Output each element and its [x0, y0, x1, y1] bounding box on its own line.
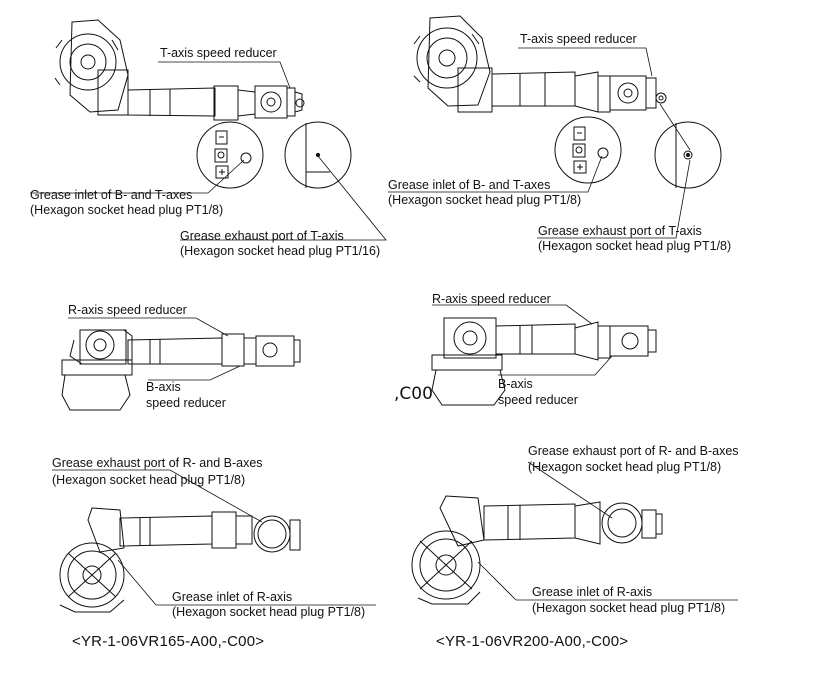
label-exhaust-rb-bottom-right: Grease exhaust port of R- and B-axes — [528, 444, 739, 458]
leaders-bottom-left — [52, 469, 376, 606]
label-inlet-r-bottom-left: Grease inlet of R-axis — [172, 590, 293, 604]
detail-inlet-top-right — [554, 116, 622, 184]
label-t-axis-reducer-top-left: T-axis speed reducer — [160, 46, 277, 60]
detail-exhaust-top-right — [654, 121, 722, 189]
robot-drawing-middle-right — [431, 317, 657, 406]
label-exhaust-t-top-right: Grease exhaust port of T-axis — [538, 224, 702, 238]
detail-exhaust-top-left — [284, 121, 352, 189]
stray-text: ,C00 — [394, 384, 433, 404]
label-exhaust-t-plug-top-right: (Hexagon socket head plug PT1/8) — [538, 239, 732, 253]
label-b-axis-reducer-middle-left: speed reducer — [146, 396, 226, 410]
leaders-top-right — [388, 47, 691, 239]
label-grease-inlet-bt-top-left: Grease inlet of B- and T-axes — [30, 188, 193, 202]
robot-drawing-middle-left — [61, 329, 301, 411]
label-r-axis-reducer-middle-right: R-axis speed reducer — [432, 292, 551, 306]
leaders-middle-left — [68, 317, 241, 381]
detail-inlet-top-left — [196, 121, 264, 189]
robot-drawing-bottom-right — [411, 495, 663, 605]
label-exhaust-t-plug-top-left: (Hexagon socket head plug PT1/16) — [180, 244, 381, 258]
robot-drawing-top-left — [54, 19, 305, 121]
label-exhaust-rb-plug-bottom-left: (Hexagon socket head plug PT1/8) — [52, 473, 246, 487]
robot-drawing-top-right — [413, 15, 667, 113]
label-grease-inlet-bt-plug-top-left: (Hexagon socket head plug PT1/8) — [30, 203, 224, 217]
label-exhaust-rb-plug-bottom-right: (Hexagon socket head plug PT1/8) — [528, 460, 722, 474]
leaders-middle-right — [432, 304, 613, 376]
label-r-axis-reducer-middle-left: R-axis speed reducer — [68, 303, 187, 317]
label-b-axis-middle-right: B-axis — [498, 377, 533, 391]
label-b-axis-reducer-middle-right: speed reducer — [498, 393, 578, 407]
label-grease-inlet-bt-top-right: Grease inlet of B- and T-axes — [388, 178, 551, 192]
caption-right: <YR-1-06VR200-A00,-C00> — [436, 633, 629, 650]
caption-left: <YR-1-06VR165-A00,-C00> — [72, 633, 265, 650]
robot-drawing-bottom-left — [59, 507, 301, 613]
label-b-axis-middle-left: B-axis — [146, 380, 181, 394]
label-inlet-r-bottom-right: Grease inlet of R-axis — [532, 585, 653, 599]
label-inlet-r-plug-bottom-right: (Hexagon socket head plug PT1/8) — [532, 601, 726, 615]
label-exhaust-t-top-left: Grease exhaust port of T-axis — [180, 229, 344, 243]
leaders-top-left — [30, 61, 387, 241]
label-grease-inlet-bt-plug-top-right: (Hexagon socket head plug PT1/8) — [388, 193, 582, 207]
leaders-bottom-right — [477, 461, 738, 601]
label-t-axis-reducer-top-right: T-axis speed reducer — [520, 32, 637, 46]
label-inlet-r-plug-bottom-left: (Hexagon socket head plug PT1/8) — [172, 605, 366, 619]
label-exhaust-rb-bottom-left: Grease exhaust port of R- and B-axes — [52, 456, 263, 470]
